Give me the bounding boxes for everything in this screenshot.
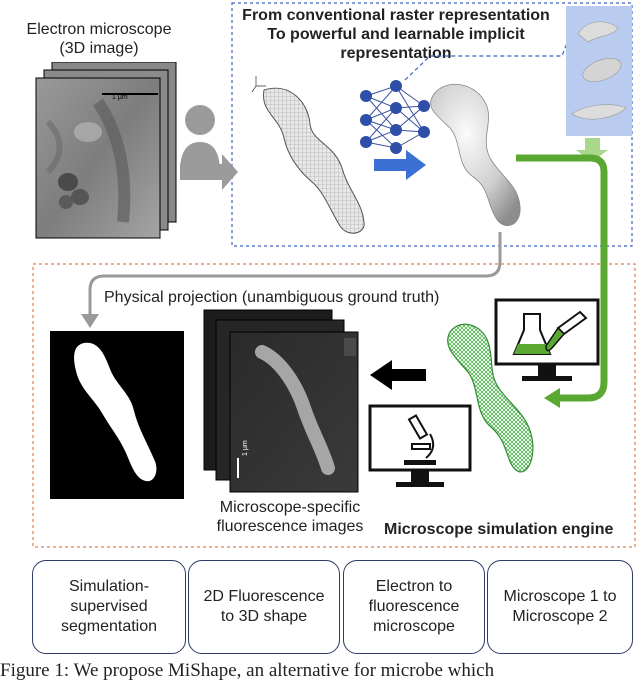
lab-flask-monitor-icon (494, 298, 600, 381)
blue-arrow-icon (374, 150, 426, 180)
em-title: Electron microscope (3D image) (4, 20, 194, 58)
application-label: Microscope 1 to Microscope 2 (503, 588, 617, 625)
em-title-line2: (3D image) (59, 40, 139, 57)
application-label: Simulation-supervised segmentation (60, 578, 158, 635)
fluorescence-label: Microscope-specific fluorescence images (202, 498, 378, 536)
engine-label: Microscope simulation engine (384, 521, 614, 538)
raster-title-line3: representation (340, 45, 452, 62)
projection-label: Physical projection (unambiguous ground … (104, 289, 440, 306)
microscope-monitor-icon (368, 404, 472, 487)
fluorescence-label-line2: fluorescence images (216, 518, 364, 535)
fluorescence-image-stack (203, 309, 359, 493)
raster-title-line2: To powerful and learnable implicit (267, 26, 525, 43)
application-box-microscope-transfer: Microscope 1 to Microscope 2 (487, 560, 633, 654)
em-scale-bar-label: 1 μm (112, 94, 128, 101)
shape-library-panel (566, 6, 632, 136)
em-image-stack (35, 62, 177, 239)
application-box-electron-to-fluorescence: Electron to fluorescence microscope (343, 560, 485, 654)
raster-title: From conventional raster representation … (226, 6, 566, 63)
em-title-line1: Electron microscope (26, 21, 172, 38)
black-arrow-icon (370, 360, 426, 390)
raster-title-line1: From conventional raster representation (242, 7, 550, 24)
application-box-segmentation: Simulation-supervised segmentation (32, 560, 186, 654)
application-label: Electron to fluorescence microscope (368, 578, 460, 635)
application-box-2d-to-3d: 2D Fluorescence to 3D shape (188, 560, 340, 654)
person-icon (180, 105, 238, 190)
binary-mask-image (50, 331, 184, 499)
green-mesh-shape (447, 323, 534, 473)
application-label: 2D Fluorescence to 3D shape (203, 588, 325, 625)
figure-caption: Figure 1: We propose MiShape, an alterna… (0, 660, 495, 681)
voxel-raster-shape (251, 76, 365, 234)
implicit-smooth-shape (430, 83, 521, 227)
fluor-scale-bar-label: 1 μm (242, 440, 249, 456)
neural-network-icon (360, 80, 430, 154)
fluorescence-label-line1: Microscope-specific (219, 499, 361, 516)
